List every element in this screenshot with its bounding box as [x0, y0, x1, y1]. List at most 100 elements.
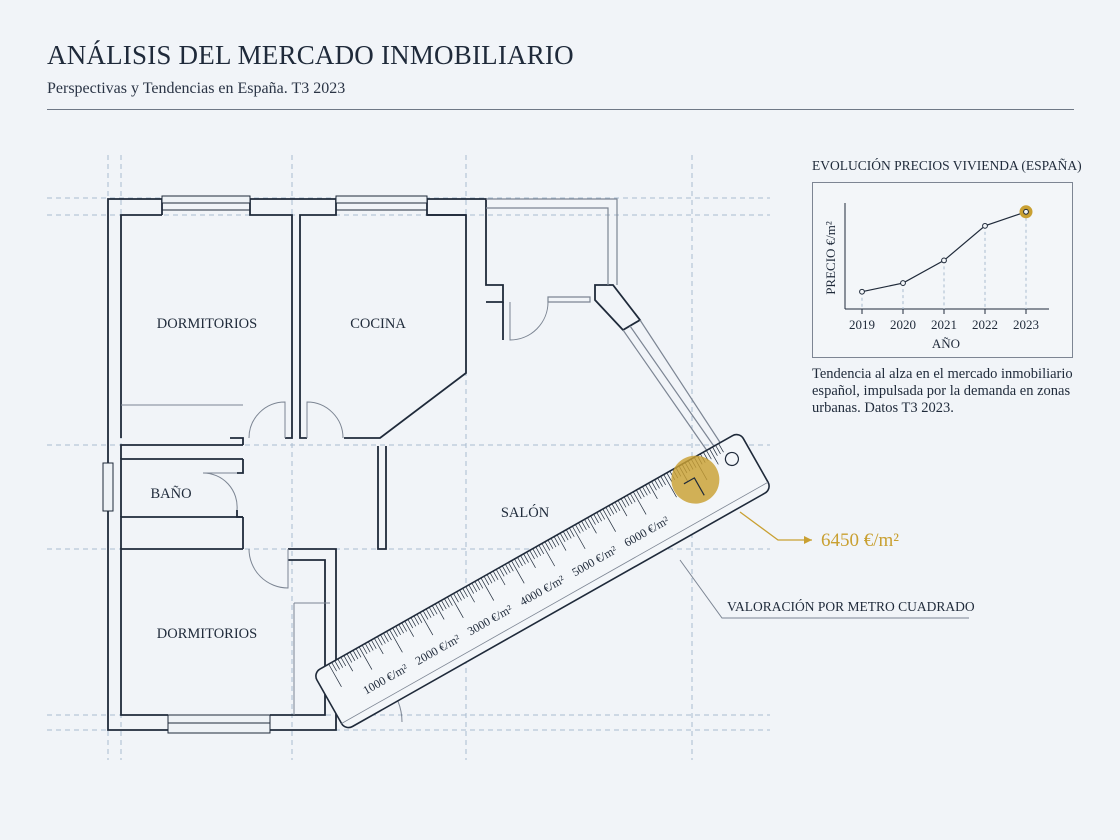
- data-point: [900, 280, 906, 286]
- header-divider: [47, 109, 1074, 110]
- ruler-tick: [508, 562, 514, 572]
- ruler-tick: [626, 495, 633, 505]
- ruler-tick: [620, 498, 627, 508]
- ruler-tick: [657, 477, 663, 487]
- ruler-tick: [489, 572, 496, 582]
- ruler-tick: [492, 570, 499, 580]
- ruler-tick: [498, 567, 505, 577]
- ruler-tick: [334, 660, 340, 670]
- ruler-tick: [660, 476, 666, 486]
- ruler-tick: [636, 489, 642, 499]
- window-frames: [102, 195, 428, 734]
- data-point: [1023, 208, 1029, 215]
- ruler-tick: [623, 496, 630, 506]
- ruler-tick: [718, 443, 724, 453]
- ruler-tick: [535, 546, 542, 556]
- ruler-tick: [578, 522, 584, 532]
- ruler-tick: [453, 593, 459, 603]
- x-tick-label: 2022: [972, 317, 998, 332]
- balcony: [486, 198, 726, 456]
- annotation-callout: VALORACIÓN POR METRO CUADRADO: [679, 559, 975, 619]
- ruler-tick: [629, 493, 636, 503]
- ruler-tick: [343, 655, 354, 672]
- ruler-tick: [438, 601, 444, 611]
- ruler-tick: [447, 596, 453, 606]
- ruler-tick: [523, 553, 529, 563]
- ruler-tick: [434, 603, 445, 620]
- ruler-tick: [608, 505, 615, 515]
- ruler-tick: [666, 472, 673, 482]
- x-tick-label: 2023: [1013, 317, 1039, 332]
- ruler-annotation: VALORACIÓN POR METRO CUADRADO: [727, 599, 975, 614]
- ruler-tick: [501, 565, 508, 575]
- data-point: [941, 257, 947, 264]
- ruler-tick: [575, 524, 581, 534]
- ruler-tick: [462, 588, 468, 598]
- ruler-tick: [468, 584, 475, 594]
- ruler-tick: [651, 481, 657, 491]
- ruler-tick: [648, 482, 658, 500]
- ruler-tick: [398, 624, 404, 634]
- ruler-ticks: [328, 443, 724, 687]
- ruler-tick: [511, 560, 525, 584]
- ruler-hanging-hole: [724, 451, 740, 467]
- ruler-tick: [553, 536, 560, 546]
- ruler-tick: [495, 569, 506, 586]
- ruler-tick: [346, 653, 353, 663]
- ruler-tick: [505, 564, 511, 574]
- ruler-tick: [569, 527, 575, 537]
- ruler-tick: [639, 488, 645, 498]
- ruler-tick: [337, 658, 344, 668]
- ruler-tick: [404, 620, 414, 637]
- ruler-tick: [544, 541, 551, 551]
- ruler-tick: [386, 631, 392, 641]
- ruler-tick: [550, 538, 557, 548]
- ruler-tick: [529, 550, 535, 560]
- ruler-tick: [614, 501, 621, 512]
- ruler-tick: [456, 591, 462, 601]
- ruler-tick: [328, 663, 342, 687]
- ruler-tick: [401, 622, 408, 632]
- ruler-tick: [413, 615, 420, 625]
- ruler-tick: [599, 510, 606, 520]
- ruler-tick: [480, 577, 495, 601]
- data-point: [859, 288, 865, 295]
- ruler-tick: [358, 646, 373, 670]
- ruler-tick: [632, 491, 647, 515]
- ruler-tick: [425, 608, 432, 618]
- ruler-tick: [459, 589, 465, 599]
- ruler-tick: [431, 605, 438, 615]
- ruler-tick: [532, 548, 538, 558]
- ruler-tick: [715, 445, 721, 455]
- ruler-tick: [477, 579, 484, 589]
- ruler-tick: [617, 500, 628, 517]
- ruler-tick: [444, 598, 450, 608]
- ruler-tick: [642, 486, 648, 496]
- ruler-tick: [602, 508, 616, 532]
- ruler-tick: [547, 539, 554, 549]
- ruler-tick: [395, 626, 401, 636]
- ruler-tick: [419, 612, 434, 636]
- ruler-tick: [584, 519, 590, 529]
- room-label-salon: SALÓN: [501, 504, 550, 521]
- ruler-tick: [471, 582, 478, 593]
- ruler-tick: [349, 651, 356, 661]
- page-title: ANÁLISIS DEL MERCADO INMOBILIARIO: [47, 40, 574, 70]
- ruler-tick: [474, 581, 481, 591]
- room-label-cocina: COCINA: [350, 316, 406, 332]
- x-tick-label: 2019: [849, 317, 875, 332]
- ruler-tick: [389, 629, 403, 653]
- ruler-tick: [352, 650, 359, 660]
- ruler-tick: [371, 639, 377, 649]
- ruler-tick: [355, 648, 362, 658]
- ruler-tick: [331, 662, 337, 672]
- ruler-tick: [559, 532, 566, 543]
- ruler-tick: [520, 555, 526, 565]
- room-label-dormitorios-2: DORMITORIOS: [157, 626, 257, 642]
- ruler-tick: [441, 600, 447, 610]
- ruler-tick: [483, 576, 490, 586]
- room-labels: DORMITORIOS COCINA BAÑO SALÓN DORMITORIO…: [150, 316, 549, 642]
- ruler-body: [315, 433, 770, 729]
